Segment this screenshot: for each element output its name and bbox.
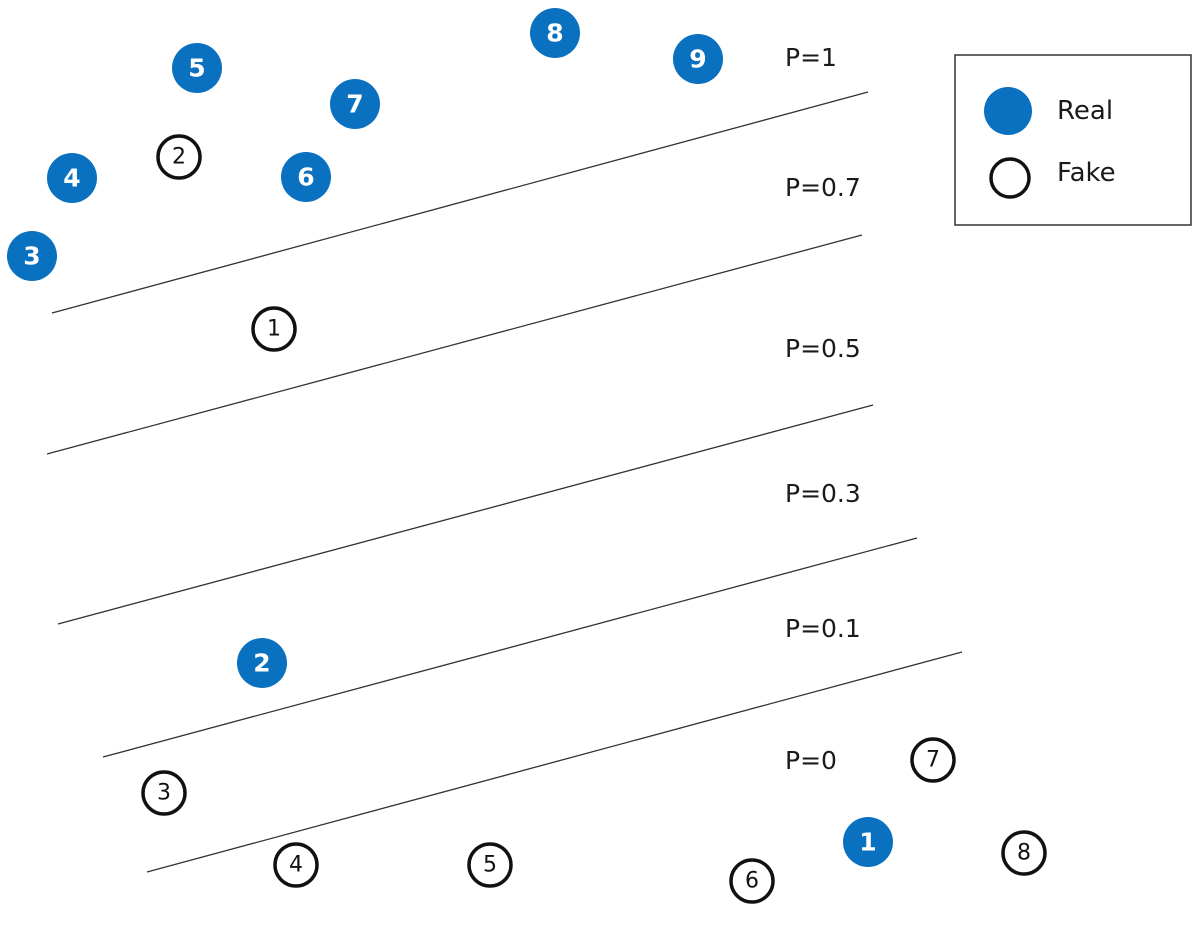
svg-text:7: 7 bbox=[346, 90, 363, 119]
boundary-line-p07 bbox=[51, 91, 869, 314]
legend-real-swatch bbox=[984, 87, 1032, 135]
svg-text:6: 6 bbox=[297, 163, 314, 192]
svg-text:3: 3 bbox=[23, 242, 40, 271]
p-label-0-1: P=0.1 bbox=[785, 614, 861, 643]
legend-fake-label: Fake bbox=[1057, 158, 1116, 188]
real-samples: 8 9 5 7 4 6 3 2 bbox=[7, 8, 893, 867]
svg-text:8: 8 bbox=[546, 19, 563, 48]
fake-sample-8: 8 bbox=[1001, 830, 1047, 876]
real-sample-5: 5 bbox=[172, 43, 222, 93]
fake-sample-3: 3 bbox=[141, 770, 187, 816]
real-sample-8: 8 bbox=[530, 8, 580, 58]
real-sample-1: 1 bbox=[843, 817, 893, 867]
svg-text:2: 2 bbox=[253, 649, 270, 678]
real-sample-3: 3 bbox=[7, 231, 57, 281]
legend: Real Fake bbox=[954, 54, 1192, 226]
p-label-1: P=1 bbox=[785, 43, 837, 72]
real-sample-9: 9 bbox=[673, 34, 723, 84]
svg-text:3: 3 bbox=[157, 781, 171, 806]
legend-box bbox=[954, 54, 1192, 226]
svg-text:1: 1 bbox=[859, 828, 876, 857]
p-label-0-5: P=0.5 bbox=[785, 334, 861, 363]
fake-sample-1: 1 bbox=[251, 306, 297, 352]
svg-text:9: 9 bbox=[689, 45, 706, 74]
svg-text:6: 6 bbox=[745, 869, 759, 894]
svg-text:1: 1 bbox=[267, 317, 281, 342]
p-label-0-3: P=0.3 bbox=[785, 479, 861, 508]
boundary-line-p0 bbox=[146, 651, 963, 873]
fake-sample-7: 7 bbox=[910, 737, 956, 783]
p-label-0-7: P=0.7 bbox=[785, 173, 861, 202]
svg-text:5: 5 bbox=[188, 54, 205, 83]
fake-samples: 2 1 3 7 8 4 5 6 bbox=[141, 134, 1047, 904]
fake-sample-6: 6 bbox=[729, 858, 775, 904]
real-sample-6: 6 bbox=[281, 152, 331, 202]
boundary-lines bbox=[46, 91, 963, 873]
boundary-line-p01 bbox=[102, 537, 918, 758]
real-sample-4: 4 bbox=[47, 153, 97, 203]
svg-text:7: 7 bbox=[926, 748, 940, 773]
svg-text:4: 4 bbox=[63, 164, 80, 193]
fake-sample-4: 4 bbox=[273, 842, 319, 888]
legend-real-label: Real bbox=[1057, 96, 1113, 126]
svg-text:2: 2 bbox=[172, 145, 186, 170]
svg-text:8: 8 bbox=[1017, 841, 1031, 866]
svg-text:5: 5 bbox=[483, 853, 497, 878]
probability-labels: P=1 P=0.7 P=0.5 P=0.3 P=0.1 P=0 bbox=[785, 43, 861, 775]
boundary-line-p03 bbox=[57, 404, 874, 625]
boundary-line-p05 bbox=[46, 234, 863, 455]
p-label-0: P=0 bbox=[785, 746, 837, 775]
fake-sample-5: 5 bbox=[467, 842, 513, 888]
real-sample-2: 2 bbox=[237, 638, 287, 688]
svg-text:4: 4 bbox=[289, 853, 303, 878]
real-sample-7: 7 bbox=[330, 79, 380, 129]
legend-fake-swatch bbox=[989, 157, 1031, 199]
fake-sample-2: 2 bbox=[156, 134, 202, 180]
